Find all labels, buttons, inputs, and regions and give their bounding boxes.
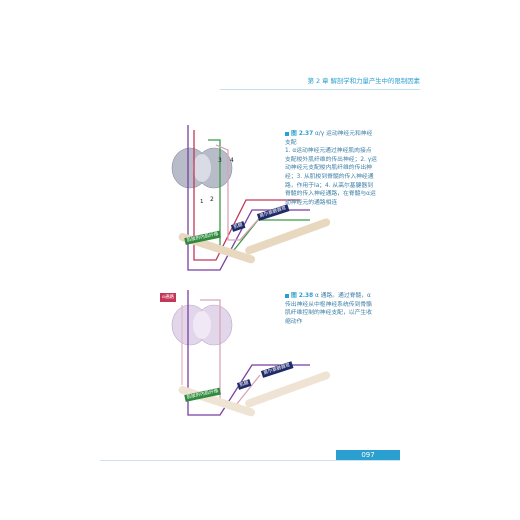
figure-1-diagram: 1 2 3 4 <box>171 125 331 271</box>
page-number-bar <box>336 450 400 460</box>
page-number: 097 <box>361 451 375 459</box>
chapter-number: 第 2 章 <box>307 77 329 85</box>
alpha-badge: α通路 <box>162 295 174 300</box>
footer-rule <box>100 460 400 461</box>
alpha-badge-bg <box>160 293 176 302</box>
path-number-2: 2 <box>210 196 214 203</box>
path-number-3: 3 <box>218 157 222 164</box>
path-number-1: 1 <box>200 199 204 205</box>
figure-1-caption-body: 1. α运动神经元通过神经肌肉接点支配梭外肌纤维的传出神经；2. γ运动神经元支… <box>285 148 377 206</box>
figure-2-caption: 图 2.38 α 通路。通过脊髓，α 传出神经从中枢神经系统传到骨骼肌纤维控制的… <box>285 292 377 326</box>
header-rule <box>220 89 420 90</box>
spinal-cord-section <box>171 147 233 189</box>
spinal-cord-section-2 <box>171 304 233 346</box>
figure-1-caption: 图 2.37 α/γ 运动神经元和神经支配 1. α运动神经元通过神经肌肉接点支… <box>285 130 377 207</box>
path-number-4: 4 <box>230 157 234 164</box>
caption-bullet-icon <box>285 131 289 136</box>
figure-2-caption-title: α 通路。通过脊髓，α <box>314 293 371 299</box>
book-page <box>100 0 430 520</box>
running-header: 第 2 章 解剖学和力量产生中的限制因素 <box>270 76 420 85</box>
figure-1-caption-title: α/γ 运动神经元和神经支配 <box>285 131 373 146</box>
chapter-title: 解剖学和力量产生中的限制因素 <box>330 77 420 85</box>
figure-2-caption-body: 传出神经从中枢神经系统传到骨骼肌纤维控制的神经支配，以产生收缩动作 <box>285 301 372 325</box>
caption-bullet-icon-2 <box>285 293 289 298</box>
figure-1-label: 图 2.37 <box>291 131 314 137</box>
figure-2-diagram <box>160 290 331 417</box>
figure-2-label: 图 2.38 <box>291 293 314 299</box>
